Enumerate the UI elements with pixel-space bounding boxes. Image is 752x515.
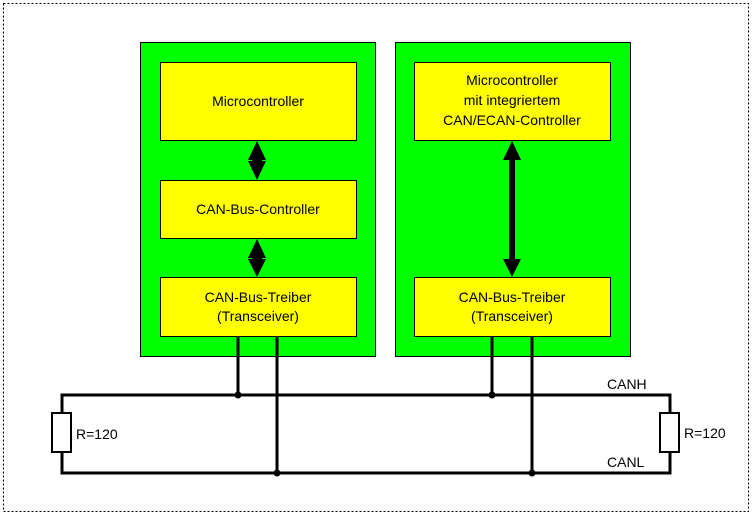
right-microcontroller-label-3: CAN/ECAN-Controller	[443, 112, 581, 128]
junction-dot	[528, 469, 536, 477]
left-transceiver-label-1: CAN-Bus-Treiber	[205, 289, 312, 305]
left-microcontroller-block	[160, 62, 357, 141]
double-arrow-icon	[248, 239, 266, 277]
left-transceiver-block	[160, 277, 357, 337]
double-arrow-icon	[503, 141, 521, 277]
canh-line	[60, 393, 672, 413]
left-controller-block	[160, 180, 357, 239]
left-can-node: Microcontroller CAN-Bus-Controller CAN-B…	[140, 42, 376, 357]
right-resistor	[659, 412, 680, 453]
left-transceiver-label-2: (Transceiver)	[217, 308, 299, 324]
canl-line	[60, 452, 672, 475]
junction-dot	[234, 391, 242, 399]
left-resistor-label: R=120	[76, 426, 118, 442]
right-resistor-label: R=120	[684, 425, 726, 441]
left-microcontroller-label: Microcontroller	[212, 93, 304, 109]
double-arrow-icon	[248, 141, 266, 180]
right-transceiver-label-1: CAN-Bus-Treiber	[459, 289, 566, 305]
can-bus	[51, 336, 680, 475]
left-resistor	[51, 412, 72, 453]
diagram-frame	[3, 3, 749, 512]
right-microcontroller-label-1: Microcontroller	[466, 72, 558, 88]
left-controller-label: CAN-Bus-Controller	[196, 201, 320, 217]
junction-dot	[488, 391, 496, 399]
canl-label: CANL	[607, 454, 645, 470]
right-can-node: Microcontroller mit integriertem CAN/ECA…	[395, 42, 631, 357]
right-microcontroller-block	[414, 62, 611, 141]
right-transceiver-block	[414, 277, 611, 337]
right-transceiver-label-2: (Transceiver)	[471, 308, 553, 324]
right-microcontroller-label-2: mit integriertem	[464, 92, 560, 108]
canh-label: CANH	[607, 376, 647, 392]
junction-dot	[273, 469, 281, 477]
